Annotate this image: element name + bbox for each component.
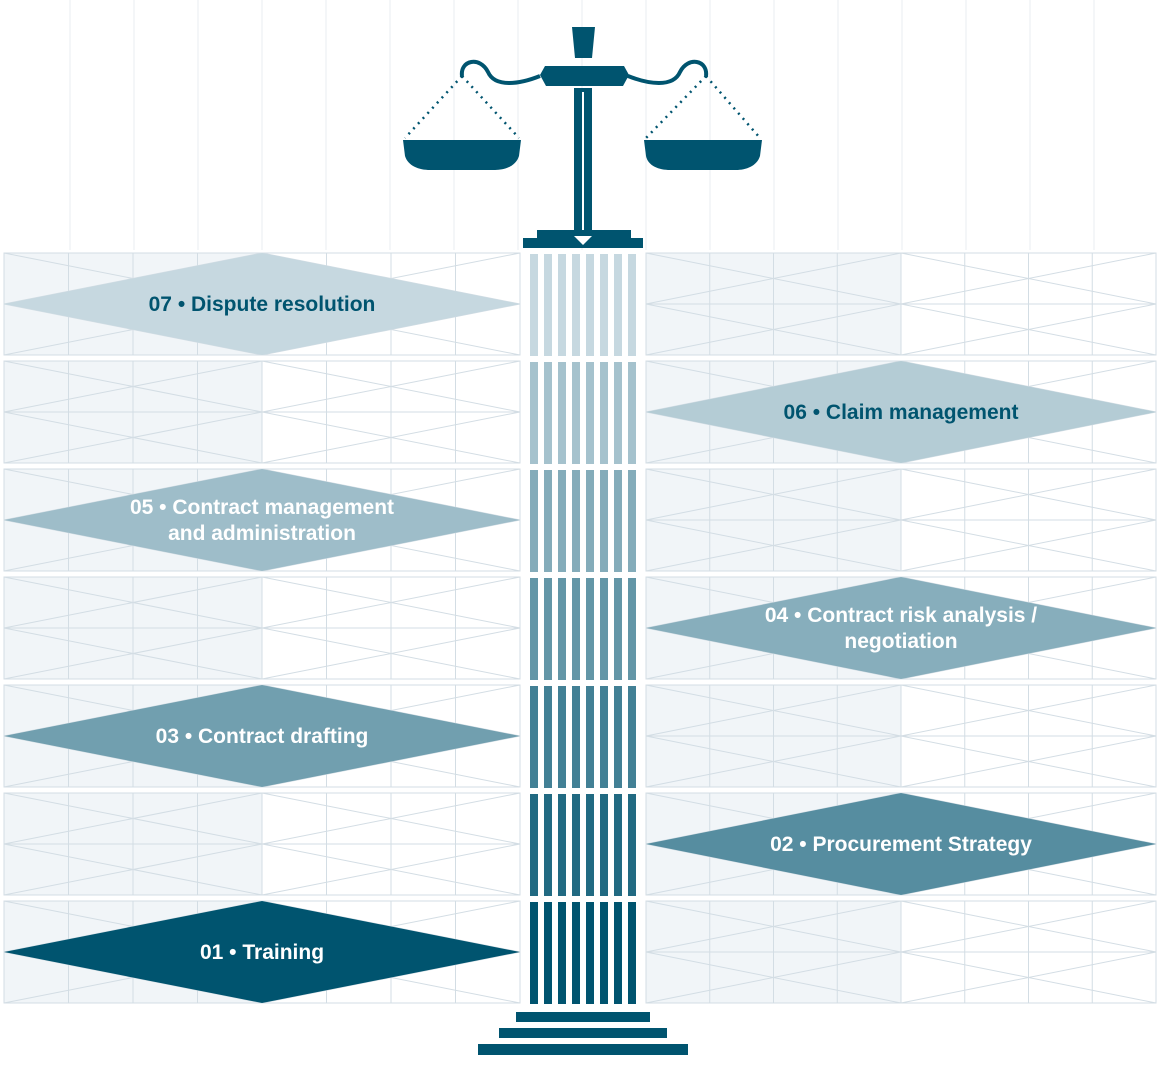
column-flute bbox=[628, 794, 636, 896]
column-flute bbox=[530, 578, 538, 680]
column-flute bbox=[530, 362, 538, 464]
column-flute bbox=[614, 902, 622, 1004]
service-label-05: 05 • Contract management bbox=[130, 496, 394, 519]
column-flute bbox=[614, 578, 622, 680]
service-diamond-03 bbox=[4, 685, 520, 787]
column-flute bbox=[628, 254, 636, 356]
column-flute bbox=[558, 794, 566, 896]
column-flute bbox=[628, 578, 636, 680]
scales-of-justice-icon bbox=[403, 27, 762, 1055]
service-diamond-05 bbox=[4, 469, 520, 571]
column-flute bbox=[628, 686, 636, 788]
column-flute bbox=[558, 362, 566, 464]
column-flute bbox=[628, 470, 636, 572]
column-flute bbox=[572, 362, 580, 464]
service-label-01: 01 • Training bbox=[200, 941, 324, 964]
service-label-04: negotiation bbox=[844, 630, 957, 653]
column-flute bbox=[544, 686, 552, 788]
column-flute bbox=[586, 794, 594, 896]
column-flute bbox=[600, 686, 608, 788]
column-flute bbox=[544, 578, 552, 680]
service-diamond-02 bbox=[646, 793, 1156, 895]
column-flute bbox=[530, 794, 538, 896]
column-flute bbox=[600, 794, 608, 896]
column-flute bbox=[572, 470, 580, 572]
column-flute bbox=[600, 902, 608, 1004]
column-flute bbox=[572, 902, 580, 1004]
column-flute bbox=[572, 254, 580, 356]
service-diamonds bbox=[4, 253, 1156, 1003]
column-flute bbox=[558, 578, 566, 680]
column-flute bbox=[614, 470, 622, 572]
column-flute bbox=[530, 686, 538, 788]
column-flute bbox=[586, 686, 594, 788]
service-labels: 07 • Dispute resolution 06 • Claim manage… bbox=[130, 293, 1037, 964]
service-diamond-07 bbox=[4, 253, 520, 355]
service-label-07: 07 • Dispute resolution bbox=[149, 293, 376, 316]
column-flute bbox=[544, 254, 552, 356]
service-diamond-06 bbox=[646, 361, 1156, 463]
column-flute bbox=[586, 254, 594, 356]
column-flute bbox=[558, 902, 566, 1004]
column-flute bbox=[544, 470, 552, 572]
column-flute bbox=[530, 470, 538, 572]
service-label-03: 03 • Contract drafting bbox=[156, 725, 369, 748]
service-label-02: 02 • Procurement Strategy bbox=[770, 833, 1032, 856]
service-label-04: 04 • Contract risk analysis / bbox=[765, 604, 1037, 627]
column-flute bbox=[614, 254, 622, 356]
column-flute bbox=[628, 362, 636, 464]
column-flute bbox=[586, 578, 594, 680]
column-flute bbox=[614, 686, 622, 788]
column-flute bbox=[586, 362, 594, 464]
service-label-05: and administration bbox=[168, 522, 356, 545]
column-flute bbox=[558, 470, 566, 572]
service-diamond-01 bbox=[4, 901, 520, 1003]
column-flute bbox=[530, 254, 538, 356]
column-flute bbox=[600, 470, 608, 572]
column-flute bbox=[600, 578, 608, 680]
column-flute bbox=[628, 902, 636, 1004]
pillar-column-icon bbox=[530, 254, 636, 1004]
column-flute bbox=[544, 362, 552, 464]
column-flute bbox=[614, 362, 622, 464]
column-flute bbox=[530, 902, 538, 1004]
column-flute bbox=[600, 362, 608, 464]
column-flute bbox=[558, 254, 566, 356]
column-flute bbox=[558, 686, 566, 788]
column-flute bbox=[586, 902, 594, 1004]
column-flute bbox=[544, 794, 552, 896]
service-label-06: 06 • Claim management bbox=[784, 401, 1019, 424]
column-flute bbox=[600, 254, 608, 356]
service-diamond-04 bbox=[646, 577, 1156, 679]
column-flute bbox=[544, 902, 552, 1004]
column-flute bbox=[572, 686, 580, 788]
column-flute bbox=[572, 578, 580, 680]
column-flute bbox=[586, 470, 594, 572]
column-flute bbox=[614, 794, 622, 896]
column-flute bbox=[572, 794, 580, 896]
